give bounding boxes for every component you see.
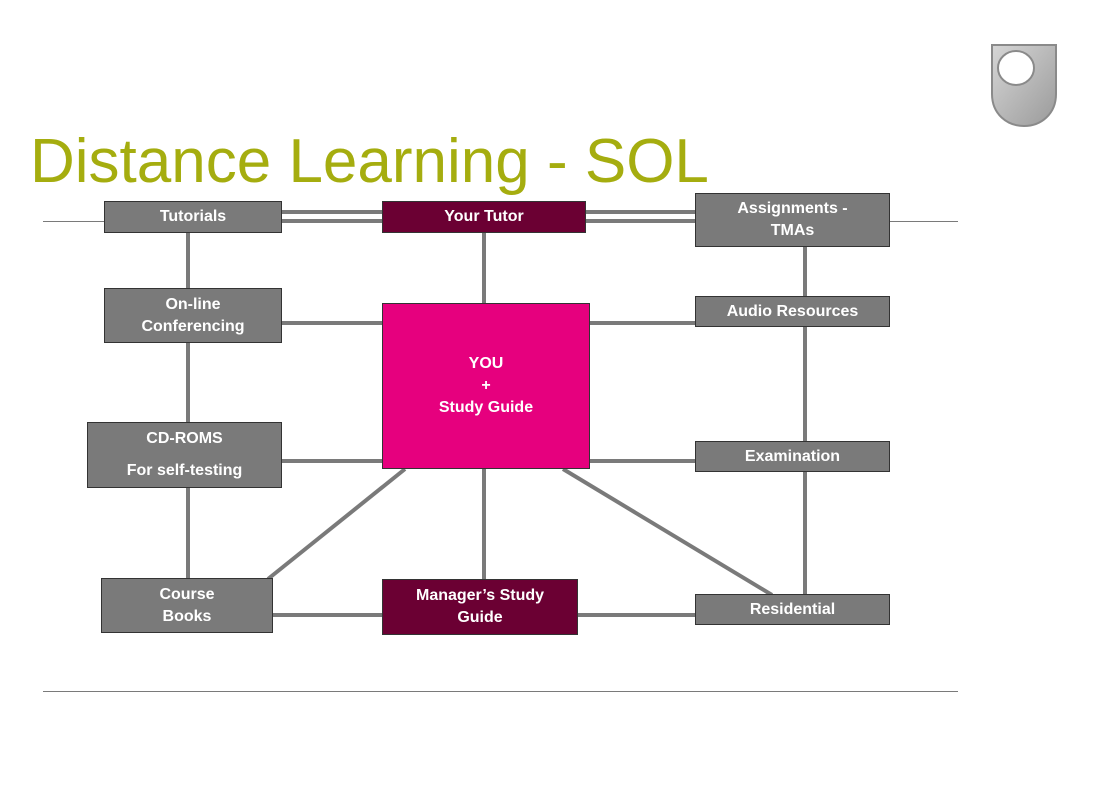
node-cd-roms: CD-ROMS For self-testing xyxy=(87,422,282,488)
node-assignments-tmas: Assignments - TMAs xyxy=(695,193,890,247)
bottom-divider xyxy=(43,691,958,692)
connector-center-residential xyxy=(561,467,774,597)
node-managers-study-guide: Manager’s Study Guide xyxy=(382,579,578,635)
node-audio-resources: Audio Resources xyxy=(695,296,890,327)
node-examination: Examination xyxy=(695,441,890,472)
node-online-conferencing: On-line Conferencing xyxy=(104,288,282,343)
node-your-tutor: Your Tutor xyxy=(382,201,586,233)
node-course-books: Course Books xyxy=(101,578,273,633)
connector-center-books xyxy=(266,467,407,581)
open-university-shield-icon xyxy=(991,44,1057,128)
node-residential: Residential xyxy=(695,594,890,625)
node-you-study-guide: YOU + Study Guide xyxy=(382,303,590,469)
node-tutorials: Tutorials xyxy=(104,201,282,233)
slide-title: Distance Learning - SOL xyxy=(30,127,709,196)
